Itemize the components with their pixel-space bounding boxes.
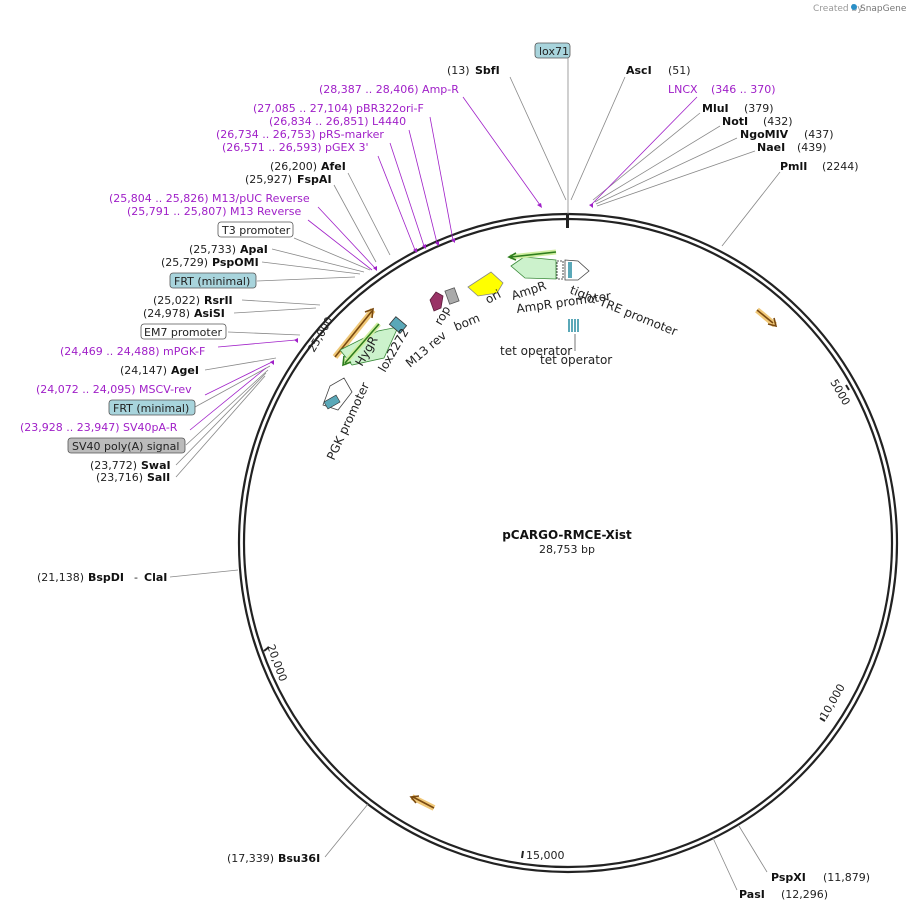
svg-text:SV40 poly(A) signal: SV40 poly(A) signal bbox=[72, 440, 179, 453]
svg-text:FRT (minimal): FRT (minimal) bbox=[113, 402, 189, 415]
primer-markers bbox=[270, 203, 593, 365]
bspDI-label: BspDI bbox=[88, 571, 124, 584]
naeI-label: NaeI bbox=[757, 141, 785, 154]
orange-arrow-right-icon bbox=[755, 307, 778, 328]
t3-promoter-label: T3 promoter bbox=[217, 221, 294, 238]
fspAI-label: FspAI bbox=[297, 173, 332, 186]
ampR-promoter-feature bbox=[556, 260, 564, 280]
snapgene-brand: SnapGene bbox=[860, 4, 907, 14]
lox71-label: lox71 bbox=[534, 42, 571, 59]
bom-feature bbox=[444, 287, 460, 305]
svg-text:EM7 promoter: EM7 promoter bbox=[144, 326, 222, 339]
lox2272-feature bbox=[388, 316, 408, 334]
ngoMIV-label: NgoMIV bbox=[740, 128, 789, 141]
orange-arrow-bottom-icon bbox=[409, 794, 436, 811]
tight-tre-promoter-feature bbox=[564, 259, 590, 281]
notI-pos: (432) bbox=[763, 115, 793, 128]
mluI-pos: (379) bbox=[744, 102, 774, 115]
origin-tick bbox=[566, 214, 569, 228]
fspAI-pos: (25,927) bbox=[245, 173, 292, 186]
pspOMI-label: PspOMI bbox=[212, 256, 259, 269]
em7-promoter-label: EM7 promoter bbox=[140, 323, 227, 340]
primer-leaders bbox=[189, 96, 698, 431]
bspDI-pos: (21,138) bbox=[37, 571, 84, 584]
apaI-label: ApaI bbox=[240, 243, 268, 256]
naeI-pos: (439) bbox=[797, 141, 827, 154]
tet-operator-label-1: tet operator bbox=[500, 344, 572, 358]
sv40-polya-label: SV40 poly(A) signal bbox=[67, 437, 186, 454]
pgex3-primer-label: (26,571 .. 26,593) pGEX 3' bbox=[222, 141, 369, 154]
mscv-rev-primer-label: (24,072 .. 24,095) MSCV-rev bbox=[36, 383, 192, 396]
afeI-pos: (26,200) bbox=[270, 160, 317, 173]
apaI-pos: (25,733) bbox=[189, 243, 236, 256]
plasmid-length: 28,753 bp bbox=[539, 543, 595, 556]
swaI-label: SwaI bbox=[141, 459, 171, 472]
pmlI-label: PmlI bbox=[780, 160, 807, 173]
lncx-range: (346 .. 370) bbox=[711, 83, 776, 96]
rsrII-label: RsrII bbox=[204, 294, 233, 307]
svg-text:T3 promoter: T3 promoter bbox=[221, 224, 291, 237]
plasmid-name: pCARGO-RMCE-Xist bbox=[502, 528, 632, 542]
created-by-label: Created by bbox=[813, 4, 863, 14]
amp-r-primer-label: (28,387 .. 28,406) Amp-R bbox=[319, 83, 459, 96]
tight-tre-promoter-label: tight TRE promoter bbox=[568, 283, 679, 339]
svg-text:FRT (minimal): FRT (minimal) bbox=[174, 275, 250, 288]
ngoMIV-pos: (437) bbox=[804, 128, 834, 141]
pspOMI-pos: (25,729) bbox=[161, 256, 208, 269]
asiSI-pos: (24,978) bbox=[143, 307, 190, 320]
mpgk-f-primer-label: (24,469 .. 24,488) mPGK-F bbox=[60, 345, 205, 358]
salI-pos: (23,716) bbox=[96, 471, 143, 484]
ori-feature bbox=[467, 271, 504, 297]
green-arrow-hygR-icon bbox=[342, 322, 381, 367]
ori-label: ori bbox=[483, 287, 503, 307]
green-arrow-ampR-icon bbox=[507, 249, 557, 261]
ampR-feature bbox=[510, 256, 557, 280]
pmlI-pos: (2244) bbox=[822, 160, 859, 173]
swaI-pos: (23,772) bbox=[90, 459, 137, 472]
ageI-label: AgeI bbox=[171, 364, 199, 377]
pasI-label: PasI bbox=[739, 888, 765, 901]
bsu36I-pos: (17,339) bbox=[227, 852, 274, 865]
notI-label: NotI bbox=[722, 115, 748, 128]
bom-label: bom bbox=[452, 311, 482, 334]
prs-marker-primer-label: (26,734 .. 26,753) pRS-marker bbox=[216, 128, 384, 141]
mluI-label: MluI bbox=[702, 102, 729, 115]
sbfI-pos: (13) bbox=[447, 64, 470, 77]
m13-puc-reverse-primer-label: (25,804 .. 25,826) M13/pUC Reverse bbox=[109, 192, 310, 205]
snapgene-logo-icon bbox=[851, 4, 857, 10]
pasI-pos: (12,296) bbox=[781, 888, 828, 901]
tick-label-25000: 25,000 bbox=[305, 315, 336, 355]
tet-operator-label-2: tet operator bbox=[540, 353, 612, 367]
frt-minimal-label-2: FRT (minimal) bbox=[108, 399, 196, 416]
pbr322ori-f-primer-label: (27,085 .. 27,104) pBR322ori-F bbox=[253, 102, 424, 115]
sbfI-label: SbfI bbox=[475, 64, 500, 77]
bspDI-separator: - bbox=[134, 571, 138, 584]
asiSI-label: AsiSI bbox=[194, 307, 225, 320]
l4440-primer-label: (26,834 .. 26,851) L4440 bbox=[269, 115, 406, 128]
afeI-label: AfeI bbox=[321, 160, 346, 173]
rsrII-pos: (25,022) bbox=[153, 294, 200, 307]
ascI-label: AscI bbox=[626, 64, 652, 77]
lncx-label: LNCX bbox=[668, 83, 698, 96]
leader-lines bbox=[169, 58, 781, 891]
m13-reverse-primer-label: (25,791 .. 25,807) M13 Reverse bbox=[127, 205, 301, 218]
tick-label-15000: 15,000 bbox=[526, 849, 565, 862]
tet-operator-feature bbox=[568, 319, 579, 351]
claI-label: ClaI bbox=[144, 571, 167, 584]
salI-label: SalI bbox=[147, 471, 170, 484]
bsu36I-label: Bsu36I bbox=[278, 852, 320, 865]
rop-feature bbox=[429, 291, 444, 312]
sv40pa-r-primer-label: (23,928 .. 23,947) SV40pA-R bbox=[20, 421, 178, 434]
svg-text:lox71: lox71 bbox=[539, 45, 569, 58]
ageI-pos: (24,147) bbox=[120, 364, 167, 377]
frt-minimal-label-1: FRT (minimal) bbox=[169, 272, 257, 289]
pspXI-pos: (11,879) bbox=[823, 871, 870, 884]
pgk-promoter-feature bbox=[322, 377, 353, 411]
pspXI-label: PspXI bbox=[771, 871, 806, 884]
ascI-pos: (51) bbox=[668, 64, 691, 77]
